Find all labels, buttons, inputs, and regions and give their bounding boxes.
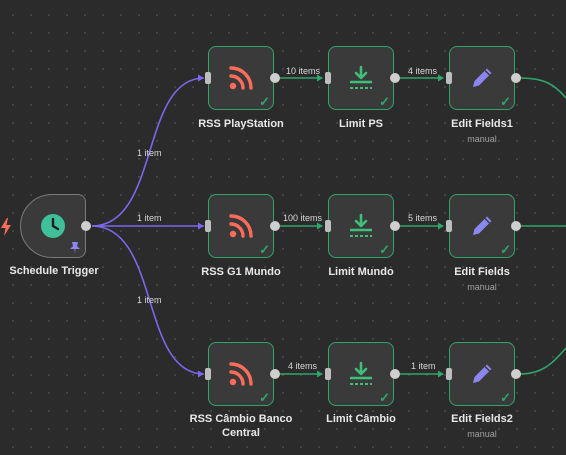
- output-port[interactable]: [390, 73, 400, 83]
- input-port[interactable]: [205, 72, 211, 84]
- pin-icon[interactable]: [70, 242, 80, 254]
- clock-icon: [38, 211, 68, 241]
- success-check-icon: ✓: [379, 242, 390, 257]
- input-port[interactable]: [325, 220, 331, 232]
- arrowhead: [198, 370, 204, 378]
- edit-fields2-node[interactable]: ✓: [449, 342, 515, 406]
- arrowhead: [317, 74, 323, 82]
- success-check-icon: ✓: [259, 390, 270, 405]
- output-port[interactable]: [81, 221, 91, 231]
- edge-count-label: 1 item: [137, 213, 162, 223]
- success-check-icon: ✓: [500, 242, 511, 257]
- edge-count-label: 4 items: [288, 361, 318, 371]
- node-label: Edit Fields1: [451, 118, 513, 130]
- node-label: RSS PlayStation: [198, 118, 284, 130]
- node-label: Limit Mundo: [328, 266, 394, 278]
- edge-count-label: 1 item: [411, 361, 436, 371]
- input-port[interactable]: [205, 368, 211, 380]
- limit-icon: [346, 63, 376, 93]
- node-label: Schedule Trigger: [9, 265, 99, 277]
- limit-icon: [346, 211, 376, 241]
- node-label: Central: [222, 427, 260, 439]
- arrowhead: [438, 370, 444, 378]
- edge-count-label: 5 items: [408, 213, 438, 223]
- input-port[interactable]: [446, 220, 452, 232]
- output-port[interactable]: [511, 369, 521, 379]
- edge-count-label: 1 item: [137, 295, 162, 305]
- output-port[interactable]: [511, 221, 521, 231]
- edit-fields1-node[interactable]: ✓: [449, 46, 515, 110]
- limit-icon: [346, 359, 376, 389]
- node-subtitle: manual: [467, 429, 497, 439]
- input-port[interactable]: [325, 368, 331, 380]
- arrowhead: [317, 222, 323, 230]
- rss-icon: [226, 63, 256, 93]
- node-label: RSS Câmbio Banco: [189, 413, 293, 425]
- rss-playstation-node[interactable]: ✓: [208, 46, 274, 110]
- arrowhead: [438, 222, 444, 230]
- node-label: Limit PS: [338, 118, 383, 130]
- output-port[interactable]: [511, 73, 521, 83]
- output-port[interactable]: [390, 369, 400, 379]
- arrowhead: [198, 222, 204, 230]
- limit-mundo-node[interactable]: ✓: [328, 194, 394, 258]
- node-label: Edit Fields2: [451, 413, 513, 425]
- limit-cambio-node[interactable]: ✓: [328, 342, 394, 406]
- edge-trigger-rss-cambio[interactable]: [91, 225, 205, 375]
- input-port[interactable]: [446, 368, 452, 380]
- node-subtitle: manual: [467, 134, 497, 144]
- output-port[interactable]: [270, 73, 280, 83]
- edge-count-label: 1 item: [137, 148, 162, 158]
- edit-fields-node[interactable]: ✓: [449, 194, 515, 258]
- success-check-icon: ✓: [500, 94, 511, 109]
- node-label: RSS G1 Mundo: [201, 266, 281, 278]
- success-check-icon: ✓: [259, 242, 270, 257]
- output-port[interactable]: [270, 221, 280, 231]
- input-port[interactable]: [205, 220, 211, 232]
- node-label: Limit Câmbio: [326, 413, 396, 425]
- arrowhead: [438, 74, 444, 82]
- rss-icon: [226, 359, 256, 389]
- success-check-icon: ✓: [259, 94, 270, 109]
- output-port[interactable]: [390, 221, 400, 231]
- pencil-icon: [467, 211, 497, 241]
- limit-ps-node[interactable]: ✓: [328, 46, 394, 110]
- schedule-trigger-node[interactable]: [20, 194, 86, 258]
- node-label: Edit Fields: [454, 266, 510, 278]
- success-check-icon: ✓: [500, 390, 511, 405]
- edge-edit-fields1-out[interactable]: [519, 77, 566, 99]
- arrowhead: [317, 370, 323, 378]
- input-port[interactable]: [446, 72, 452, 84]
- success-check-icon: ✓: [379, 390, 390, 405]
- rss-g1-mundo-node[interactable]: ✓: [208, 194, 274, 258]
- arrowhead: [198, 74, 204, 82]
- input-port[interactable]: [325, 72, 331, 84]
- edge-count-label: 4 items: [408, 66, 438, 76]
- rss-cambio-node[interactable]: ✓: [208, 342, 274, 406]
- node-subtitle: manual: [467, 282, 497, 292]
- edge-count-label: 100 items: [283, 213, 323, 223]
- pencil-icon: [467, 359, 497, 389]
- rss-icon: [226, 211, 256, 241]
- edge-count-label: 10 items: [286, 66, 321, 76]
- pencil-icon: [467, 63, 497, 93]
- success-check-icon: ✓: [379, 94, 390, 109]
- edge-edit-fields2-out[interactable]: [519, 347, 566, 375]
- edge-trigger-rss-playstation[interactable]: [91, 77, 205, 227]
- output-port[interactable]: [270, 369, 280, 379]
- lightning-icon: [1, 218, 11, 236]
